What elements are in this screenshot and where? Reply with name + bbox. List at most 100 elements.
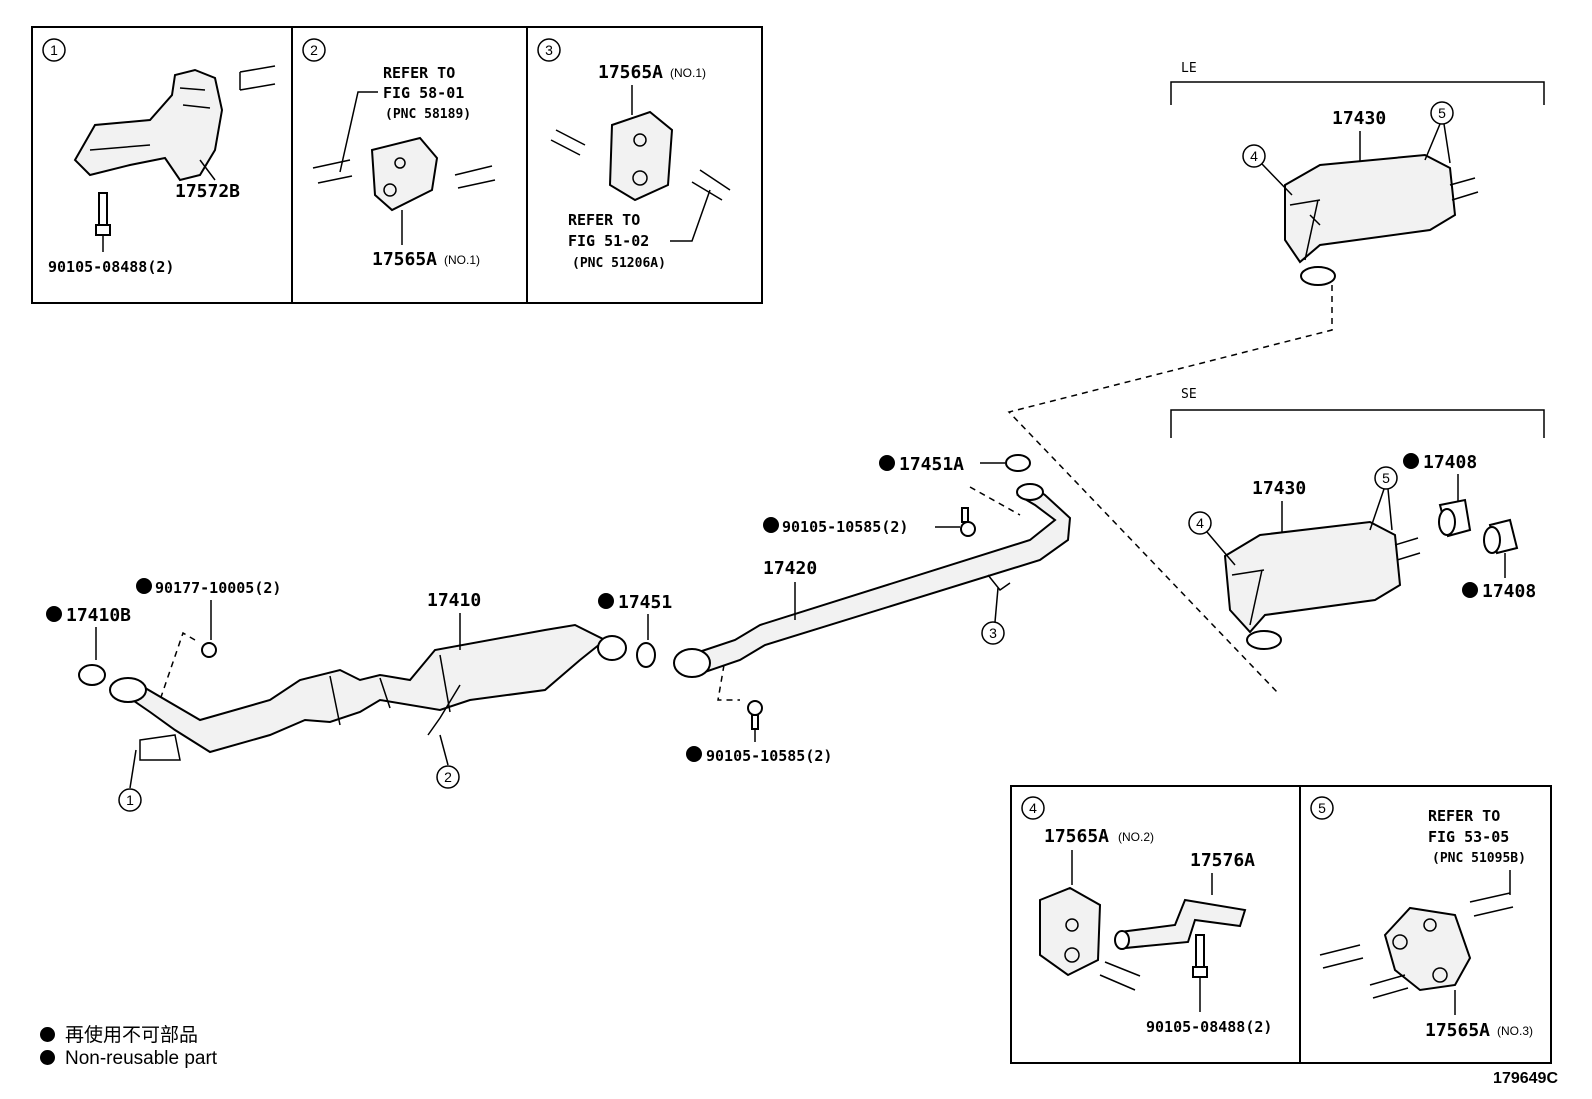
se-callout-4: 4: [1196, 515, 1204, 531]
inset-4: 4 17565A (NO.2) 17576A 90105-08488(2): [1021, 796, 1272, 1036]
bracket-17576A: [1118, 898, 1247, 950]
inset-3: 3 17565A (NO.1) REFER TO FIG 51-02 (PNC …: [537, 38, 731, 271]
part-17410-label: 17410: [427, 590, 481, 611]
nonreusable-dot-icon: [40, 1050, 55, 1065]
nonreusable-dot: [598, 593, 614, 609]
part-17565A-no3-note: (NO.3): [1497, 1024, 1533, 1038]
pipe-hint: [550, 129, 586, 156]
le-callout-5: 5: [1438, 105, 1446, 121]
pipe-hint: [454, 165, 496, 189]
front-pipe-17410: [115, 623, 607, 754]
inset-2-refer-pnc: (PNC 58189): [385, 107, 471, 122]
hanger-17565A-no1-b: [608, 110, 674, 202]
nonreusable-dot: [136, 578, 152, 594]
part-90105-08488-b-label: 90105-08488(2): [1146, 1018, 1272, 1036]
le-callout-4: 4: [1250, 148, 1258, 164]
callout-2: 2: [444, 769, 452, 785]
inset-1-number: 1: [50, 42, 58, 58]
se-callout-5: 5: [1382, 470, 1390, 486]
legend-item-en: Non-reusable part: [40, 1048, 217, 1070]
nonreusable-dot: [1403, 453, 1419, 469]
part-17420-label: 17420: [763, 558, 817, 579]
part-90177-label: 90177-10005(2): [155, 579, 281, 597]
part-90105-08488-label: 90105-08488(2): [48, 258, 174, 276]
pipe-hint: [1469, 892, 1514, 917]
part-90105-upper-label: 90105-10585(2): [782, 518, 908, 536]
part-17572B-label: 17572B: [175, 181, 240, 202]
bolt-icon: [1192, 934, 1208, 978]
pipe-hint: [691, 169, 731, 201]
se-muffler: [1223, 520, 1402, 634]
gasket-17410B: [78, 664, 106, 686]
callout-3: 3: [989, 625, 997, 641]
nonreusable-dot: [763, 517, 779, 533]
bolt-icon: [95, 192, 111, 236]
figure-id: 179649C: [1493, 1070, 1558, 1087]
le-title: LE: [1181, 61, 1197, 76]
le-variant: LE 17430 4 5: [1007, 61, 1545, 693]
part-17565A-no2-note: (NO.2): [1118, 830, 1154, 844]
nonreusable-dot: [46, 606, 62, 622]
bolt-icon: [960, 507, 976, 537]
inset-1: 1 17572B 90105-08488(2): [42, 38, 276, 276]
center-pipe-17420: [688, 483, 1072, 674]
hanger-17565A-no1: [370, 136, 439, 212]
nonreusable-dot: [1462, 582, 1478, 598]
inset-3-refer-pnc: (PNC 51206A): [572, 256, 666, 271]
nonreusable-dot: [686, 746, 702, 762]
pipe-hint: [1099, 961, 1141, 991]
inset-5-number: 5: [1318, 800, 1326, 816]
nonreusable-dot-icon: [40, 1027, 55, 1042]
inset-top-frame: [31, 26, 763, 304]
se-tip-17408-top: 17408: [1423, 452, 1477, 473]
inset-5-refer-pnc: (PNC 51095B): [1432, 851, 1526, 866]
inset-3-refer-line1: REFER TO: [568, 211, 640, 229]
part-90105-lower-label: 90105-10585(2): [706, 747, 832, 765]
part-17451-label: 17451: [618, 592, 672, 613]
se-title: SE: [1181, 387, 1197, 402]
part-17565A-top-label: 17565A: [598, 62, 663, 83]
part-17410B-label: 17410B: [66, 605, 131, 626]
nonreusable-dot: [879, 455, 895, 471]
se-tip-17408-bottom: 17408: [1482, 581, 1536, 602]
part-17565A-no2-label: 17565A: [1044, 826, 1109, 847]
inset-3-refer-line2: FIG 51-02: [568, 232, 649, 250]
part-17565A-top-note: (NO.1): [670, 66, 706, 80]
part-17565A-no3-label: 17565A: [1425, 1020, 1490, 1041]
inset-5-refer-line1: REFER TO: [1428, 807, 1500, 825]
bolt-icon: [747, 700, 763, 730]
inset-2-refer-line2: FIG 58-01: [383, 84, 464, 102]
inset-3-number: 3: [545, 42, 553, 58]
le-muffler: [1284, 153, 1457, 264]
le-muffler-label: 17430: [1332, 108, 1386, 129]
nut-icon: [201, 642, 217, 658]
hanger-17565A-no2: [1039, 886, 1102, 977]
part-17576A-label: 17576A: [1190, 850, 1255, 871]
hanger-17565A-no3: [1383, 906, 1472, 992]
se-variant: SE 17430 4 5 17408 17408: [1170, 387, 1545, 650]
inset-4-number: 4: [1029, 800, 1037, 816]
callout-1: 1: [126, 792, 134, 808]
se-muffler-label: 17430: [1252, 478, 1306, 499]
part-17565A-note: (NO.1): [444, 253, 480, 267]
inset-2-refer-line1: REFER TO: [383, 64, 455, 82]
part-17565A-label: 17565A: [372, 249, 437, 270]
gasket-17451A: [1005, 454, 1031, 472]
legend-en-text: Non-reusable part: [65, 1048, 218, 1069]
pipe-hint: [312, 159, 353, 184]
legend-item-jp: 再使用不可部品: [40, 1020, 198, 1047]
inset-2-number: 2: [310, 42, 318, 58]
pipe-hint: [1369, 974, 1409, 999]
part-17451A-label: 17451A: [899, 454, 964, 475]
inset-bottom-frame: [1010, 785, 1552, 1064]
gasket-17451: [636, 642, 656, 668]
legend-jp-text: 再使用不可部品: [65, 1025, 199, 1046]
bracket-17572B: [73, 68, 224, 182]
inset-2: 2 REFER TO FIG 58-01 (PNC 58189) 17565A …: [302, 38, 496, 270]
inset-5: 5 REFER TO FIG 53-05 (PNC 51095B) 17565A…: [1310, 796, 1533, 1041]
pipe-hint: [1319, 944, 1364, 969]
inset-5-refer-line2: FIG 53-05: [1428, 828, 1509, 846]
pipe-hint: [239, 65, 276, 91]
main-exhaust: 17410B 90177-10005(2) 17410 1 2 17451: [46, 454, 1072, 812]
